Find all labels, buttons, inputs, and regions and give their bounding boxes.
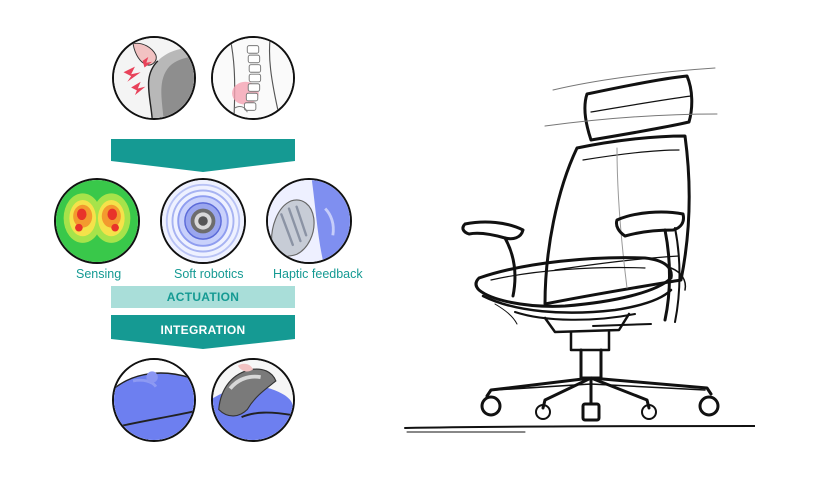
stage-label-haptic-feedback: Haptic feedback [273, 267, 363, 281]
stage-label-sensing: Sensing [76, 267, 122, 281]
integrated-chair-illustration [211, 358, 295, 442]
pressure-heatmap-illustration [54, 178, 140, 264]
actuation-band: ACTUATION [111, 286, 295, 308]
integration-label: INTEGRATION [160, 323, 246, 337]
stage-label-soft-robotics: Soft robotics [174, 267, 244, 281]
seat-cushion-illustration [112, 358, 196, 442]
haptic-feedback-illustration [266, 178, 352, 264]
actuation-label: ACTUATION [166, 290, 240, 304]
flow-arrow-top [111, 139, 295, 172]
soft-robotics-illustration [160, 178, 246, 264]
office-chair-sketch [395, 60, 756, 440]
integration-arrow: INTEGRATION [111, 315, 295, 349]
back-pain-illustration [112, 36, 196, 120]
spine-pain-illustration [211, 36, 295, 120]
